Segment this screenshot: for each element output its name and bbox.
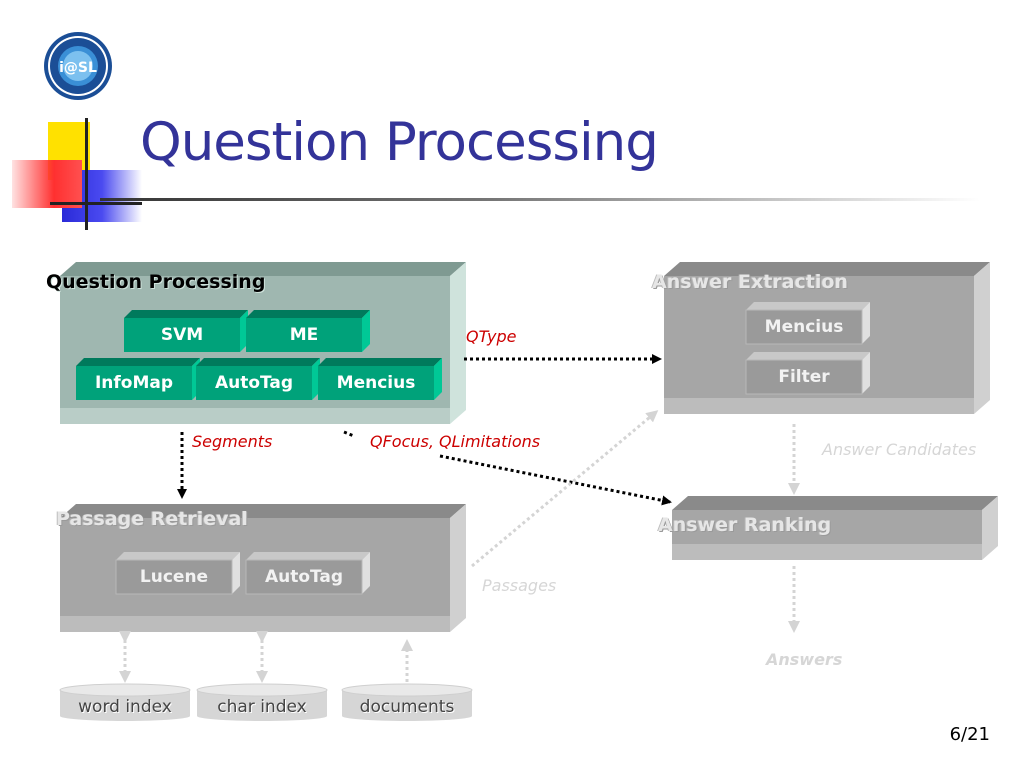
mencius-ae-component <box>745 302 870 345</box>
qfocus-label: QFocus, QLimitations <box>370 432 541 451</box>
svm-component <box>124 310 248 352</box>
title-underline <box>100 198 980 201</box>
question-processing-label: Question Processing <box>46 271 266 293</box>
mencius-qp-label: Mencius <box>336 373 416 393</box>
qfocus-arrow-start <box>343 430 355 438</box>
documents-label: documents <box>359 697 455 717</box>
documents-store <box>341 683 473 721</box>
infomap-label: InfoMap <box>94 373 174 393</box>
autotag-pr-label: AutoTag <box>264 567 344 587</box>
char-index-label: char index <box>217 697 307 717</box>
title-decoration <box>12 118 142 230</box>
autotag-qp-component <box>196 358 320 400</box>
word-index-label: word index <box>78 697 172 717</box>
lab-logo: i@SL <box>42 30 114 102</box>
answer-candidates-label: Answer Candidates <box>822 440 977 459</box>
filter-label: Filter <box>778 367 830 387</box>
char-index-store <box>196 683 328 721</box>
filter-component <box>745 352 870 395</box>
me-label: ME <box>289 325 319 345</box>
answer-extraction-label: Answer Extraction <box>652 271 848 293</box>
segments-label: Segments <box>192 432 273 451</box>
passages-arrow <box>471 410 659 568</box>
svg-text:i@SL: i@SL <box>59 60 97 76</box>
passage-retrieval-label: Passage Retrieval <box>56 508 248 530</box>
autotag-pr-component <box>245 552 370 595</box>
me-component <box>246 310 370 352</box>
page-number: 6/21 <box>949 724 990 745</box>
lucene-component <box>115 552 240 595</box>
lucene-label: Lucene <box>139 567 209 587</box>
answers-label: Answers <box>766 650 843 669</box>
word-index-store <box>59 683 191 721</box>
answer-ranking-label: Answer Ranking <box>658 514 832 536</box>
svm-label: SVM <box>160 325 204 345</box>
mencius-qp-component <box>318 358 442 400</box>
slide-title: Question Processing <box>140 112 659 173</box>
mencius-ae-label: Mencius <box>764 317 844 337</box>
answer-ranking-block <box>672 496 998 560</box>
autotag-qp-label: AutoTag <box>214 373 294 393</box>
qtype-label: QType <box>466 327 517 346</box>
passages-label: Passages <box>482 576 557 595</box>
